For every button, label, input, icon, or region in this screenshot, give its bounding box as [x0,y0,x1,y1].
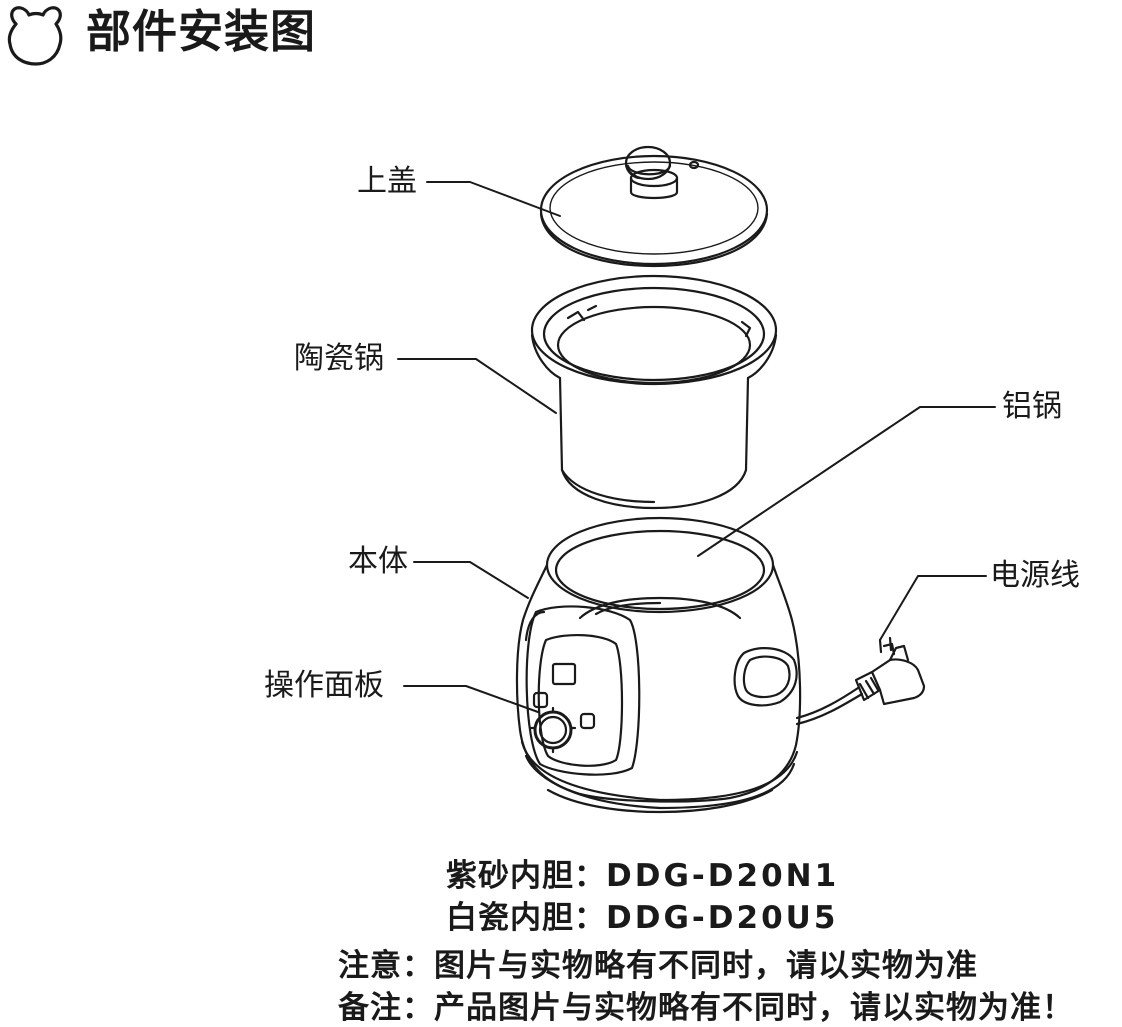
bear-head-icon [7,6,63,66]
model-code: DDG-D20U5 [606,900,839,936]
lid-drawing [539,145,769,268]
label-power-cord: 电源线 [990,558,1080,593]
label-ceramic-pot: 陶瓷锅 [294,341,384,376]
note-label: 注意： [338,948,434,984]
power-cord-drawing [795,636,926,726]
ceramic-pot-drawing [530,274,778,510]
leader-lines [397,181,996,713]
note-line-2: 备注：产品图片与实物略有不同时，请以实物为准！ [338,990,1074,1026]
note-text: 图片与实物略有不同时，请以实物为准 [434,948,978,984]
label-lid: 上盖 [357,164,417,199]
page-title: 部件安装图 [86,5,317,58]
page-header: 部件安装图 [0,0,600,70]
body-drawing [515,516,802,814]
note-line-1: 注意：图片与实物略有不同时，请以实物为准 [338,948,978,984]
model-label: 白瓷内胆： [446,900,606,936]
note-label: 备注： [338,990,434,1026]
label-aluminum-pot: 铝锅 [1002,389,1062,424]
model-line-1: 紫砂内胆：DDG-D20N1 [446,858,839,894]
model-line-2: 白瓷内胆：DDG-D20U5 [446,900,838,936]
note-text: 产品图片与实物略有不同时，请以实物为准！ [434,990,1074,1026]
model-code: DDG-D20N1 [606,858,840,894]
label-body: 本体 [348,544,408,579]
label-control-panel: 操作面板 [264,668,384,703]
model-label: 紫砂内胆： [446,858,606,894]
